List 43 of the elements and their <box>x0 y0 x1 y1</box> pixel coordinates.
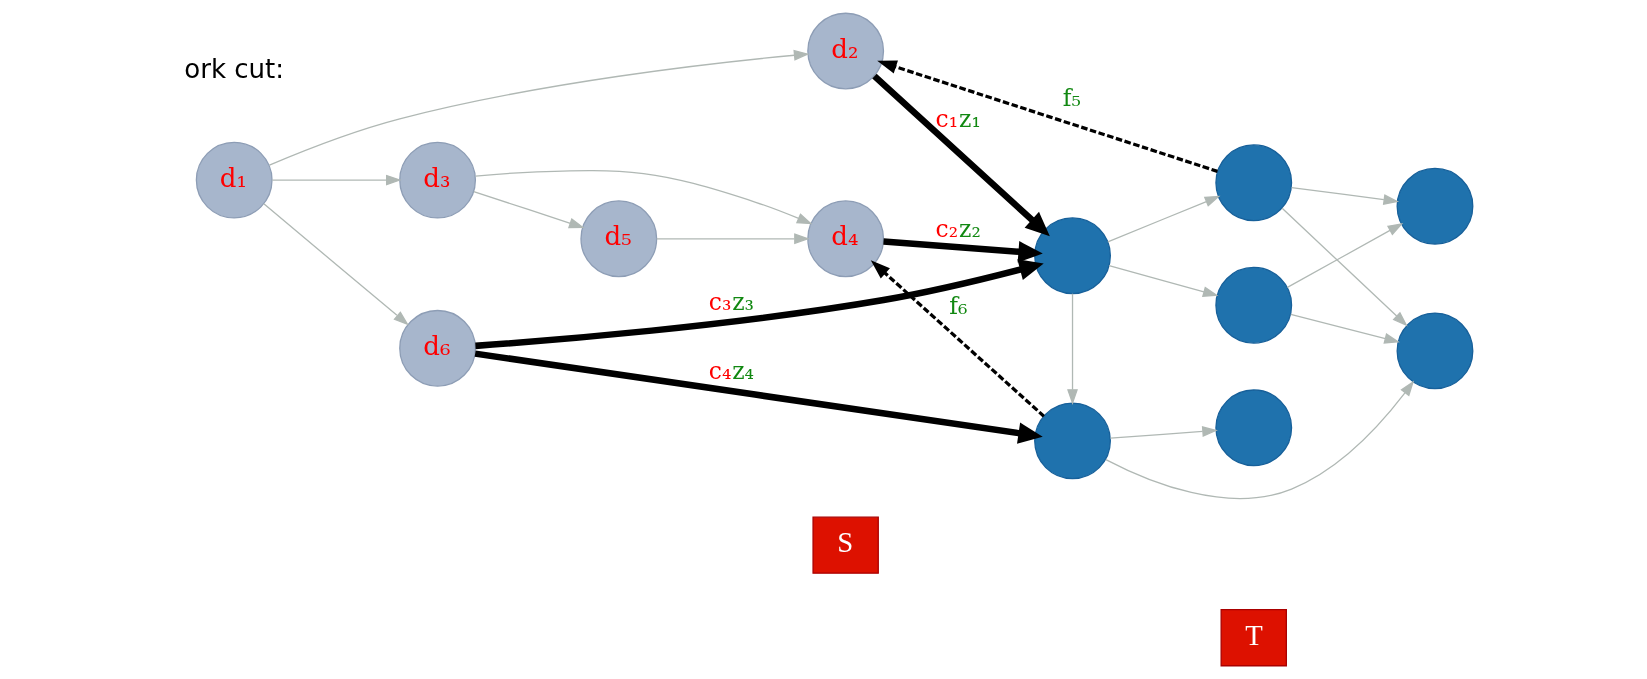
arrow <box>1108 264 1219 297</box>
arrow <box>473 190 585 229</box>
arrow <box>870 260 1045 418</box>
arrow <box>1290 313 1400 344</box>
label: ork cut: <box>184 54 285 85</box>
node-circle <box>1215 389 1293 467</box>
node-circle: d₅ <box>580 200 658 278</box>
node-box: S <box>812 516 879 574</box>
node-circle <box>1034 217 1111 295</box>
arrow <box>1107 195 1221 243</box>
node-circle <box>1215 266 1293 344</box>
node-circle <box>1396 312 1474 390</box>
arrow <box>656 233 810 245</box>
node-box: T <box>1220 609 1287 667</box>
node-circle: d₂ <box>807 12 885 90</box>
arrow <box>1105 380 1415 500</box>
arrow <box>268 49 810 166</box>
node-circle: d₆ <box>399 309 477 387</box>
arrow <box>474 350 1043 444</box>
node-circle <box>1396 167 1474 245</box>
arrow <box>1109 426 1218 439</box>
arrow <box>1290 186 1400 206</box>
edge-label: c₂z₂ <box>935 214 981 243</box>
node-circle: d₁ <box>195 141 273 219</box>
node-circle <box>1215 144 1293 222</box>
arrow <box>1281 207 1408 327</box>
edge-label: c₃z₃ <box>708 287 754 316</box>
node-circle: d₄ <box>807 200 885 278</box>
arrow <box>1067 293 1078 405</box>
edge-label: c₁z₁ <box>935 105 981 134</box>
arrow <box>1286 223 1404 288</box>
arrow <box>872 73 1050 237</box>
arrow <box>883 238 1043 263</box>
node-circle <box>1034 402 1111 480</box>
arrow <box>877 60 1218 173</box>
arrow <box>271 174 402 186</box>
edge-label: f₆ <box>949 291 968 320</box>
arrow <box>475 259 1044 350</box>
edge-label: c₄z₄ <box>708 356 754 385</box>
edge-label: f₅ <box>1062 84 1081 113</box>
arrow <box>263 203 409 326</box>
node-circle: d₃ <box>399 141 477 219</box>
arrow <box>474 169 813 225</box>
